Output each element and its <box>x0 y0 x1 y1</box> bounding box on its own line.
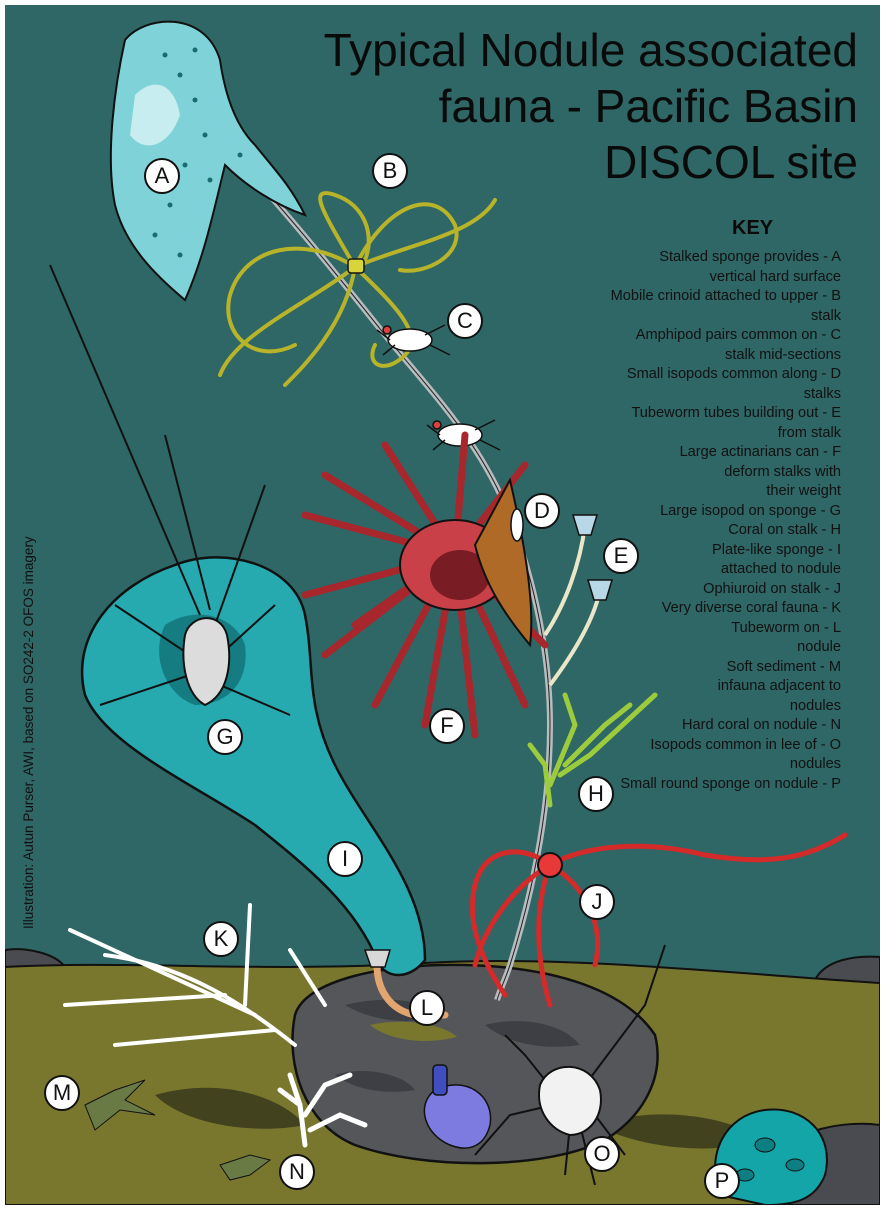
key-entry-l-line-2: nodule <box>565 638 841 658</box>
poster-title-line-2: fauna - Pacific Basin <box>439 81 858 131</box>
key-entry-m-line-2: infauna adjacent to <box>565 677 841 697</box>
key-entry-o-line-1: Isopods common in lee of - O <box>565 736 841 756</box>
key-entry-d-line-2: stalks <box>565 385 841 405</box>
label-badge-j: J <box>579 884 615 920</box>
key-entry-c-line-2: stalk mid-sections <box>565 346 841 366</box>
tubeworm-l-crown <box>365 950 390 967</box>
label-badge-k: K <box>203 921 239 957</box>
label-badge-i: I <box>327 841 363 877</box>
isopod-d <box>511 509 523 541</box>
key-entry-h-line-1: Coral on stalk - H <box>565 521 841 541</box>
label-badge-l: L <box>409 990 445 1026</box>
crinoid-b <box>220 193 495 385</box>
key-entry-j-line-1: Ophiuroid on stalk - J <box>565 580 841 600</box>
key-entry-c-line-1: Amphipod pairs common on - C <box>565 326 841 346</box>
label-badge-n: N <box>279 1154 315 1190</box>
key-entry-b-line-2: stalk <box>565 307 841 327</box>
anemone-f <box>305 435 545 735</box>
key-entry-f-line-1: Large actinarians can - F <box>565 443 841 463</box>
label-badge-e: E <box>603 538 639 574</box>
key-heading: KEY <box>732 217 773 240</box>
stalked-sponge-a <box>111 22 305 300</box>
key-entry-a-line-1: Stalked sponge provides - A <box>565 248 841 268</box>
label-badge-m: M <box>44 1075 80 1111</box>
label-badge-o: O <box>584 1136 620 1172</box>
label-badge-h: H <box>578 776 614 812</box>
label-badge-g: G <box>207 719 243 755</box>
key-entry-a-line-2: vertical hard surface <box>565 268 841 288</box>
illustration-poster: Typical Nodule associated fauna - Pacifi… <box>5 5 880 1205</box>
key-entry-b-line-1: Mobile crinoid attached to upper - B <box>565 287 841 307</box>
key-entry-f-line-2: deform stalks with <box>565 463 841 483</box>
key-entry-g-line-1: Large isopod on sponge - G <box>565 502 841 522</box>
poster-title-line-1: Typical Nodule associated <box>324 25 858 75</box>
label-badge-f: F <box>429 708 465 744</box>
poster-title-line-3: DISCOL site <box>604 137 858 187</box>
illustration-credit: Illustration: Autun Purser, AWI, based o… <box>21 536 36 929</box>
label-badge-b: B <box>372 153 408 189</box>
label-badge-a: A <box>144 158 180 194</box>
key-entry-l-line-1: Tubeworm on - L <box>565 619 841 639</box>
ophiuroid-disc <box>538 853 562 877</box>
key-entry-e-line-1: Tubeworm tubes building out - E <box>565 404 841 424</box>
key-entry-n-line-1: Hard coral on nodule - N <box>565 716 841 736</box>
key-entry-e-line-2: from stalk <box>565 424 841 444</box>
label-badge-p: P <box>704 1163 740 1199</box>
key-entry-m-line-3: nodules <box>565 697 841 717</box>
label-badge-d: D <box>524 493 560 529</box>
crinoid-body <box>348 259 364 273</box>
key-entry-f-line-3: their weight <box>565 482 841 502</box>
key-entry-m-line-1: Soft sediment - M <box>565 658 841 678</box>
label-badge-c: C <box>447 303 483 339</box>
key-entry-k-line-1: Very diverse coral fauna - K <box>565 599 841 619</box>
key-entry-d-line-1: Small isopods common along - D <box>565 365 841 385</box>
amphipods-c <box>377 325 500 450</box>
key-entry-o-line-2: nodules <box>565 755 841 775</box>
